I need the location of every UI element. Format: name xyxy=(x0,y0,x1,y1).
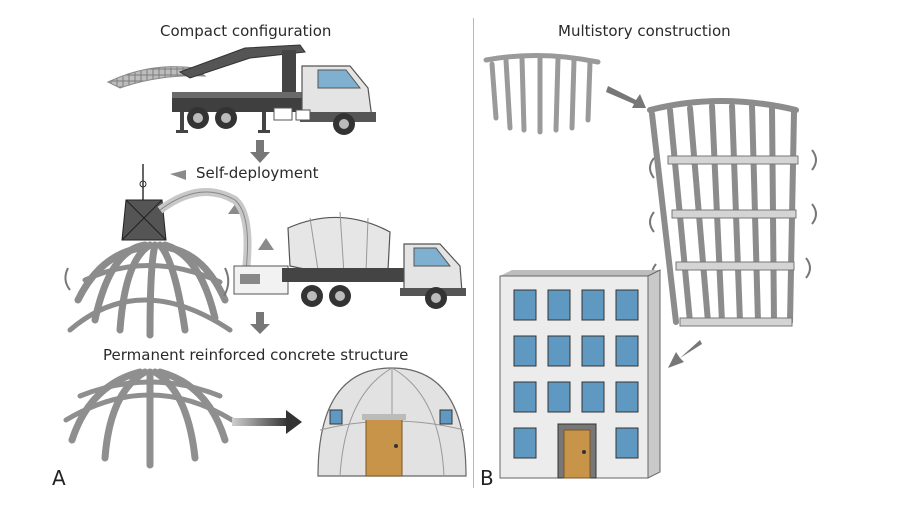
hoist-bucket-illustration xyxy=(121,164,252,271)
crane-truck-illustration xyxy=(106,44,376,135)
down-arrow-2 xyxy=(250,312,270,334)
deploy-arrow-up-2 xyxy=(258,238,274,250)
mixer-truck-illustration xyxy=(233,211,466,309)
deploying-rebar-dome xyxy=(67,241,233,339)
arrow-to-tower xyxy=(606,86,646,108)
rebar-cage-dome xyxy=(63,368,235,469)
deploy-arrow-left xyxy=(170,170,186,180)
folded-rebar-cage xyxy=(483,52,601,135)
rebar-tower xyxy=(647,98,817,327)
caption-permanent-structure: Permanent reinforced concrete structure xyxy=(103,346,409,364)
rotate-arrow-right xyxy=(223,267,230,297)
down-arrow-1 xyxy=(250,140,270,163)
panel-divider xyxy=(473,18,474,488)
concrete-dome xyxy=(317,367,467,477)
panel-label-a: A xyxy=(52,466,66,490)
panel-label-b: B xyxy=(480,466,494,490)
transform-arrow xyxy=(232,410,302,434)
caption-self-deployment: Self-deployment xyxy=(196,164,319,182)
multistory-building xyxy=(499,269,661,479)
arrow-to-building xyxy=(668,340,702,368)
rotate-arrow-left xyxy=(64,267,71,291)
caption-multistory-construction: Multistory construction xyxy=(558,22,731,40)
caption-compact-configuration: Compact configuration xyxy=(160,22,332,40)
